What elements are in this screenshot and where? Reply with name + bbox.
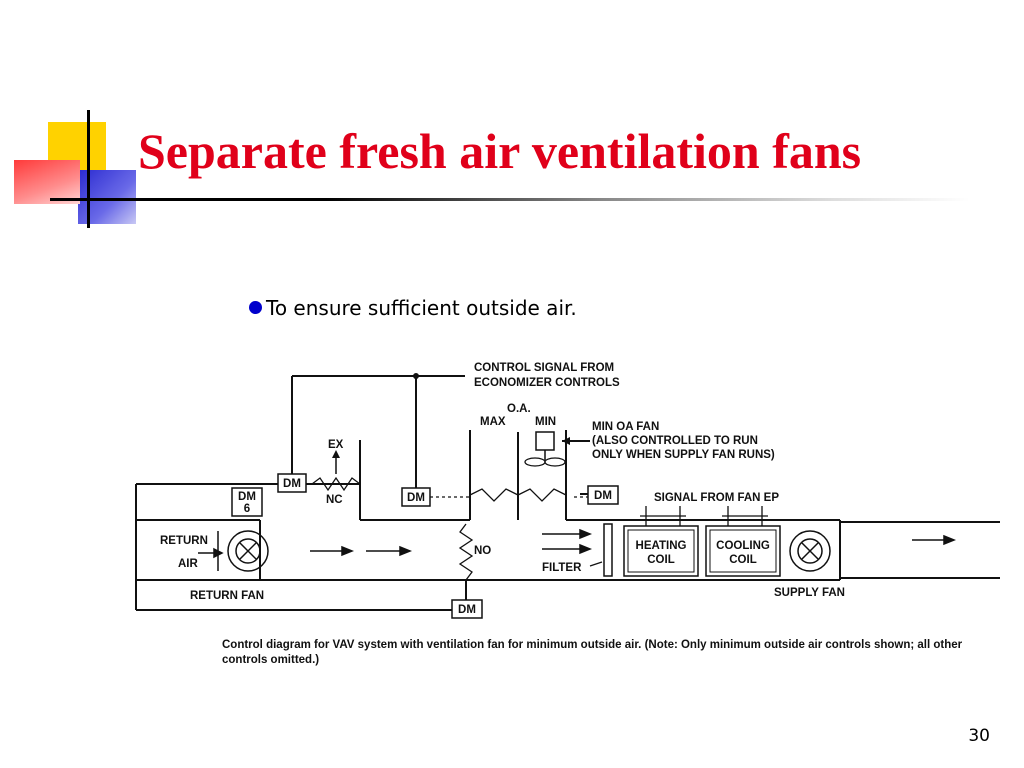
supply-fan-label: SUPPLY FAN (774, 587, 845, 599)
min-oa-fan-note: (ALSO CONTROLLED TO RUN (592, 435, 758, 447)
heating-coil-label: HEATING (636, 540, 687, 552)
filter-icon (603, 523, 613, 577)
cooling-coil-label-2: COIL (729, 554, 756, 566)
title-underline (50, 198, 970, 201)
deco-vertical-line (87, 110, 90, 228)
no-label: NO (474, 545, 491, 557)
cooling-coil-label: COOLING (716, 540, 770, 552)
control-signal-label: CONTROL SIGNAL FROM (474, 362, 614, 374)
min-oa-fan-label: MIN OA FAN (592, 421, 659, 433)
dm6-number: 6 (244, 503, 250, 515)
oa-label: O.A. (507, 403, 531, 415)
cooling-coil-box (705, 525, 781, 577)
control-signal-label-2: ECONOMIZER CONTROLS (474, 377, 620, 389)
dm-label: DM (407, 492, 425, 504)
min-label: MIN (535, 416, 556, 428)
return-damper (458, 523, 474, 581)
exhaust-damper (311, 476, 361, 492)
diagram-caption: Control diagram for VAV system with vent… (222, 639, 963, 666)
dm-label: DM (458, 604, 476, 616)
nc-label: NC (326, 494, 343, 506)
page-number: 30 (968, 726, 990, 746)
min-oa-fan-motor-icon (535, 431, 555, 451)
bullet-dot-icon (249, 301, 262, 314)
deco-red-square (14, 160, 80, 204)
bullet-text: To ensure sufficient outside air. (266, 296, 577, 320)
dm-label: DM (283, 478, 301, 490)
dm6-label: DM (238, 491, 256, 503)
return-air-label-2: AIR (178, 558, 199, 570)
return-fan-label: RETURN FAN (190, 590, 264, 602)
heating-coil-label-2: COIL (647, 554, 674, 566)
min-oa-fan-note-2: ONLY WHEN SUPPLY FAN RUNS) (592, 449, 775, 461)
min-oa-damper (517, 488, 567, 502)
signal-from-fan-ep-label: SIGNAL FROM FAN EP (654, 492, 779, 504)
filter-label: FILTER (542, 562, 582, 574)
dm-label: DM (594, 490, 612, 502)
min-oa-fan-blade-icon (524, 457, 546, 467)
ex-label: EX (328, 439, 344, 451)
max-label: MAX (480, 416, 506, 428)
max-oa-damper (469, 488, 519, 502)
bullet-item: To ensure sufficient outside air. (249, 296, 577, 320)
supply-fan-icon (789, 530, 841, 572)
page-title: Separate fresh air ventilation fans (138, 123, 862, 179)
heating-coil-box (623, 525, 699, 577)
return-air-label: RETURN (160, 535, 208, 547)
